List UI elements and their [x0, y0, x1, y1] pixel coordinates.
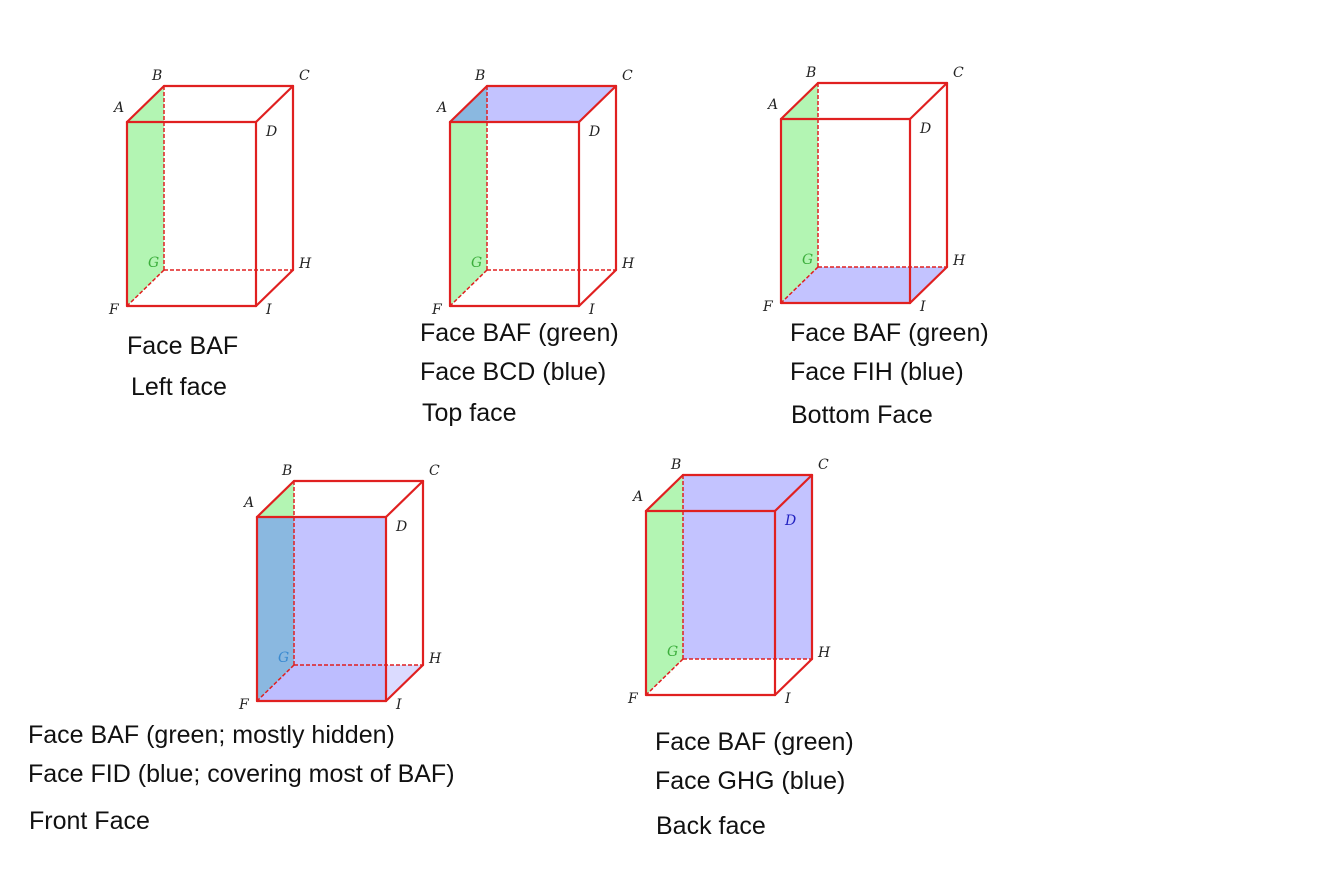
vertex-label-H: H [621, 256, 635, 272]
edge [254, 268, 295, 308]
face-BAF [646, 475, 683, 695]
hidden-edge [645, 658, 684, 696]
vertex-label-I: I [265, 302, 272, 318]
caption-left-1: Face BAF [127, 332, 239, 360]
vertex-label-C: C [299, 68, 310, 84]
hidden-edge [780, 266, 819, 304]
vertex-label-F: F [762, 299, 774, 315]
cube-left: A B C D F G H I [108, 68, 312, 318]
hidden-edge [256, 664, 295, 702]
vertex-label-F: F [238, 697, 250, 713]
caption-back-1: Face BAF (green) [655, 728, 854, 756]
caption-top-1: Face BAF (green) [420, 319, 619, 347]
vertex-label-D: D [588, 124, 600, 140]
vertex-label-D: D [265, 124, 277, 140]
face-GHC [683, 475, 812, 659]
vertex-label-F: F [431, 302, 443, 318]
edge [779, 81, 820, 121]
caption-left-2: Left face [131, 373, 227, 401]
hidden-edge [449, 269, 488, 307]
vertex-label-B: B [151, 68, 162, 84]
edge [644, 473, 685, 513]
face-BAF [127, 86, 164, 306]
caption-front-2: Face FID (blue; covering most of BAF) [28, 760, 455, 788]
edge [908, 81, 949, 121]
caption-top-2: Face BCD (blue) [420, 358, 607, 386]
caption-back-2: Face GHG (blue) [655, 767, 846, 795]
face-BCD [450, 86, 616, 122]
edge [773, 473, 814, 513]
vertex-label-F: F [627, 691, 639, 707]
edge [908, 265, 949, 305]
caption-front-1: Face BAF (green; mostly hidden) [28, 721, 395, 749]
caption-back-3: Back face [656, 812, 766, 840]
edge [384, 663, 425, 703]
vertex-label-B: B [474, 68, 485, 84]
vertex-label-I: I [784, 691, 791, 707]
vertex-label-I: I [588, 302, 595, 318]
edge [384, 479, 425, 519]
edge [577, 268, 618, 308]
cube-back: A B C D F G H I [627, 457, 831, 707]
caption-top-3: Top face [422, 399, 517, 427]
vertex-label-C: C [953, 65, 964, 81]
face-BAF [781, 83, 818, 303]
caption-bottom-1: Face BAF (green) [790, 319, 989, 347]
vertex-label-H: H [428, 651, 442, 667]
vertex-label-D: D [784, 513, 796, 529]
vertex-label-G: G [148, 255, 159, 271]
vertex-label-A: A [242, 495, 254, 511]
edge [773, 657, 814, 697]
vertex-label-C: C [818, 457, 829, 473]
vertex-label-D: D [919, 121, 931, 137]
face-bottom-tint [257, 665, 423, 701]
vertex-label-I: I [919, 299, 926, 315]
vertex-label-G: G [278, 650, 289, 666]
vertex-label-C: C [429, 463, 440, 479]
cube-front: A B C D F G H I [238, 463, 442, 713]
cube-bottom: A B C D F G H I [762, 65, 966, 315]
vertex-label-A: A [631, 489, 643, 505]
edge [254, 84, 295, 124]
vertex-label-A: A [435, 100, 447, 116]
face-overlap [257, 517, 294, 701]
vertex-label-B: B [805, 65, 816, 81]
vertex-label-H: H [298, 256, 312, 272]
vertex-label-D: D [395, 519, 407, 535]
vertex-label-G: G [802, 252, 813, 268]
edge [255, 479, 296, 519]
vertex-label-B: B [670, 457, 681, 473]
vertex-label-B: B [281, 463, 292, 479]
caption-bottom-3: Bottom Face [791, 401, 933, 429]
vertex-label-G: G [667, 644, 678, 660]
vertex-label-A: A [112, 100, 124, 116]
edge [125, 84, 166, 124]
vertex-label-I: I [395, 697, 402, 713]
edge [577, 84, 618, 124]
vertex-label-F: F [108, 302, 120, 318]
edge [448, 84, 489, 124]
face-BAF [450, 86, 487, 306]
vertex-label-A: A [766, 97, 778, 113]
vertex-label-H: H [817, 645, 831, 661]
face-FIH [781, 267, 947, 303]
caption-front-3: Front Face [29, 807, 150, 835]
vertex-label-C: C [622, 68, 633, 84]
hidden-edge [126, 269, 165, 307]
vertex-label-H: H [952, 253, 966, 269]
cube-top: A B C D F G H I [431, 68, 635, 318]
caption-bottom-2: Face FIH (blue) [790, 358, 964, 386]
vertex-label-G: G [471, 255, 482, 271]
